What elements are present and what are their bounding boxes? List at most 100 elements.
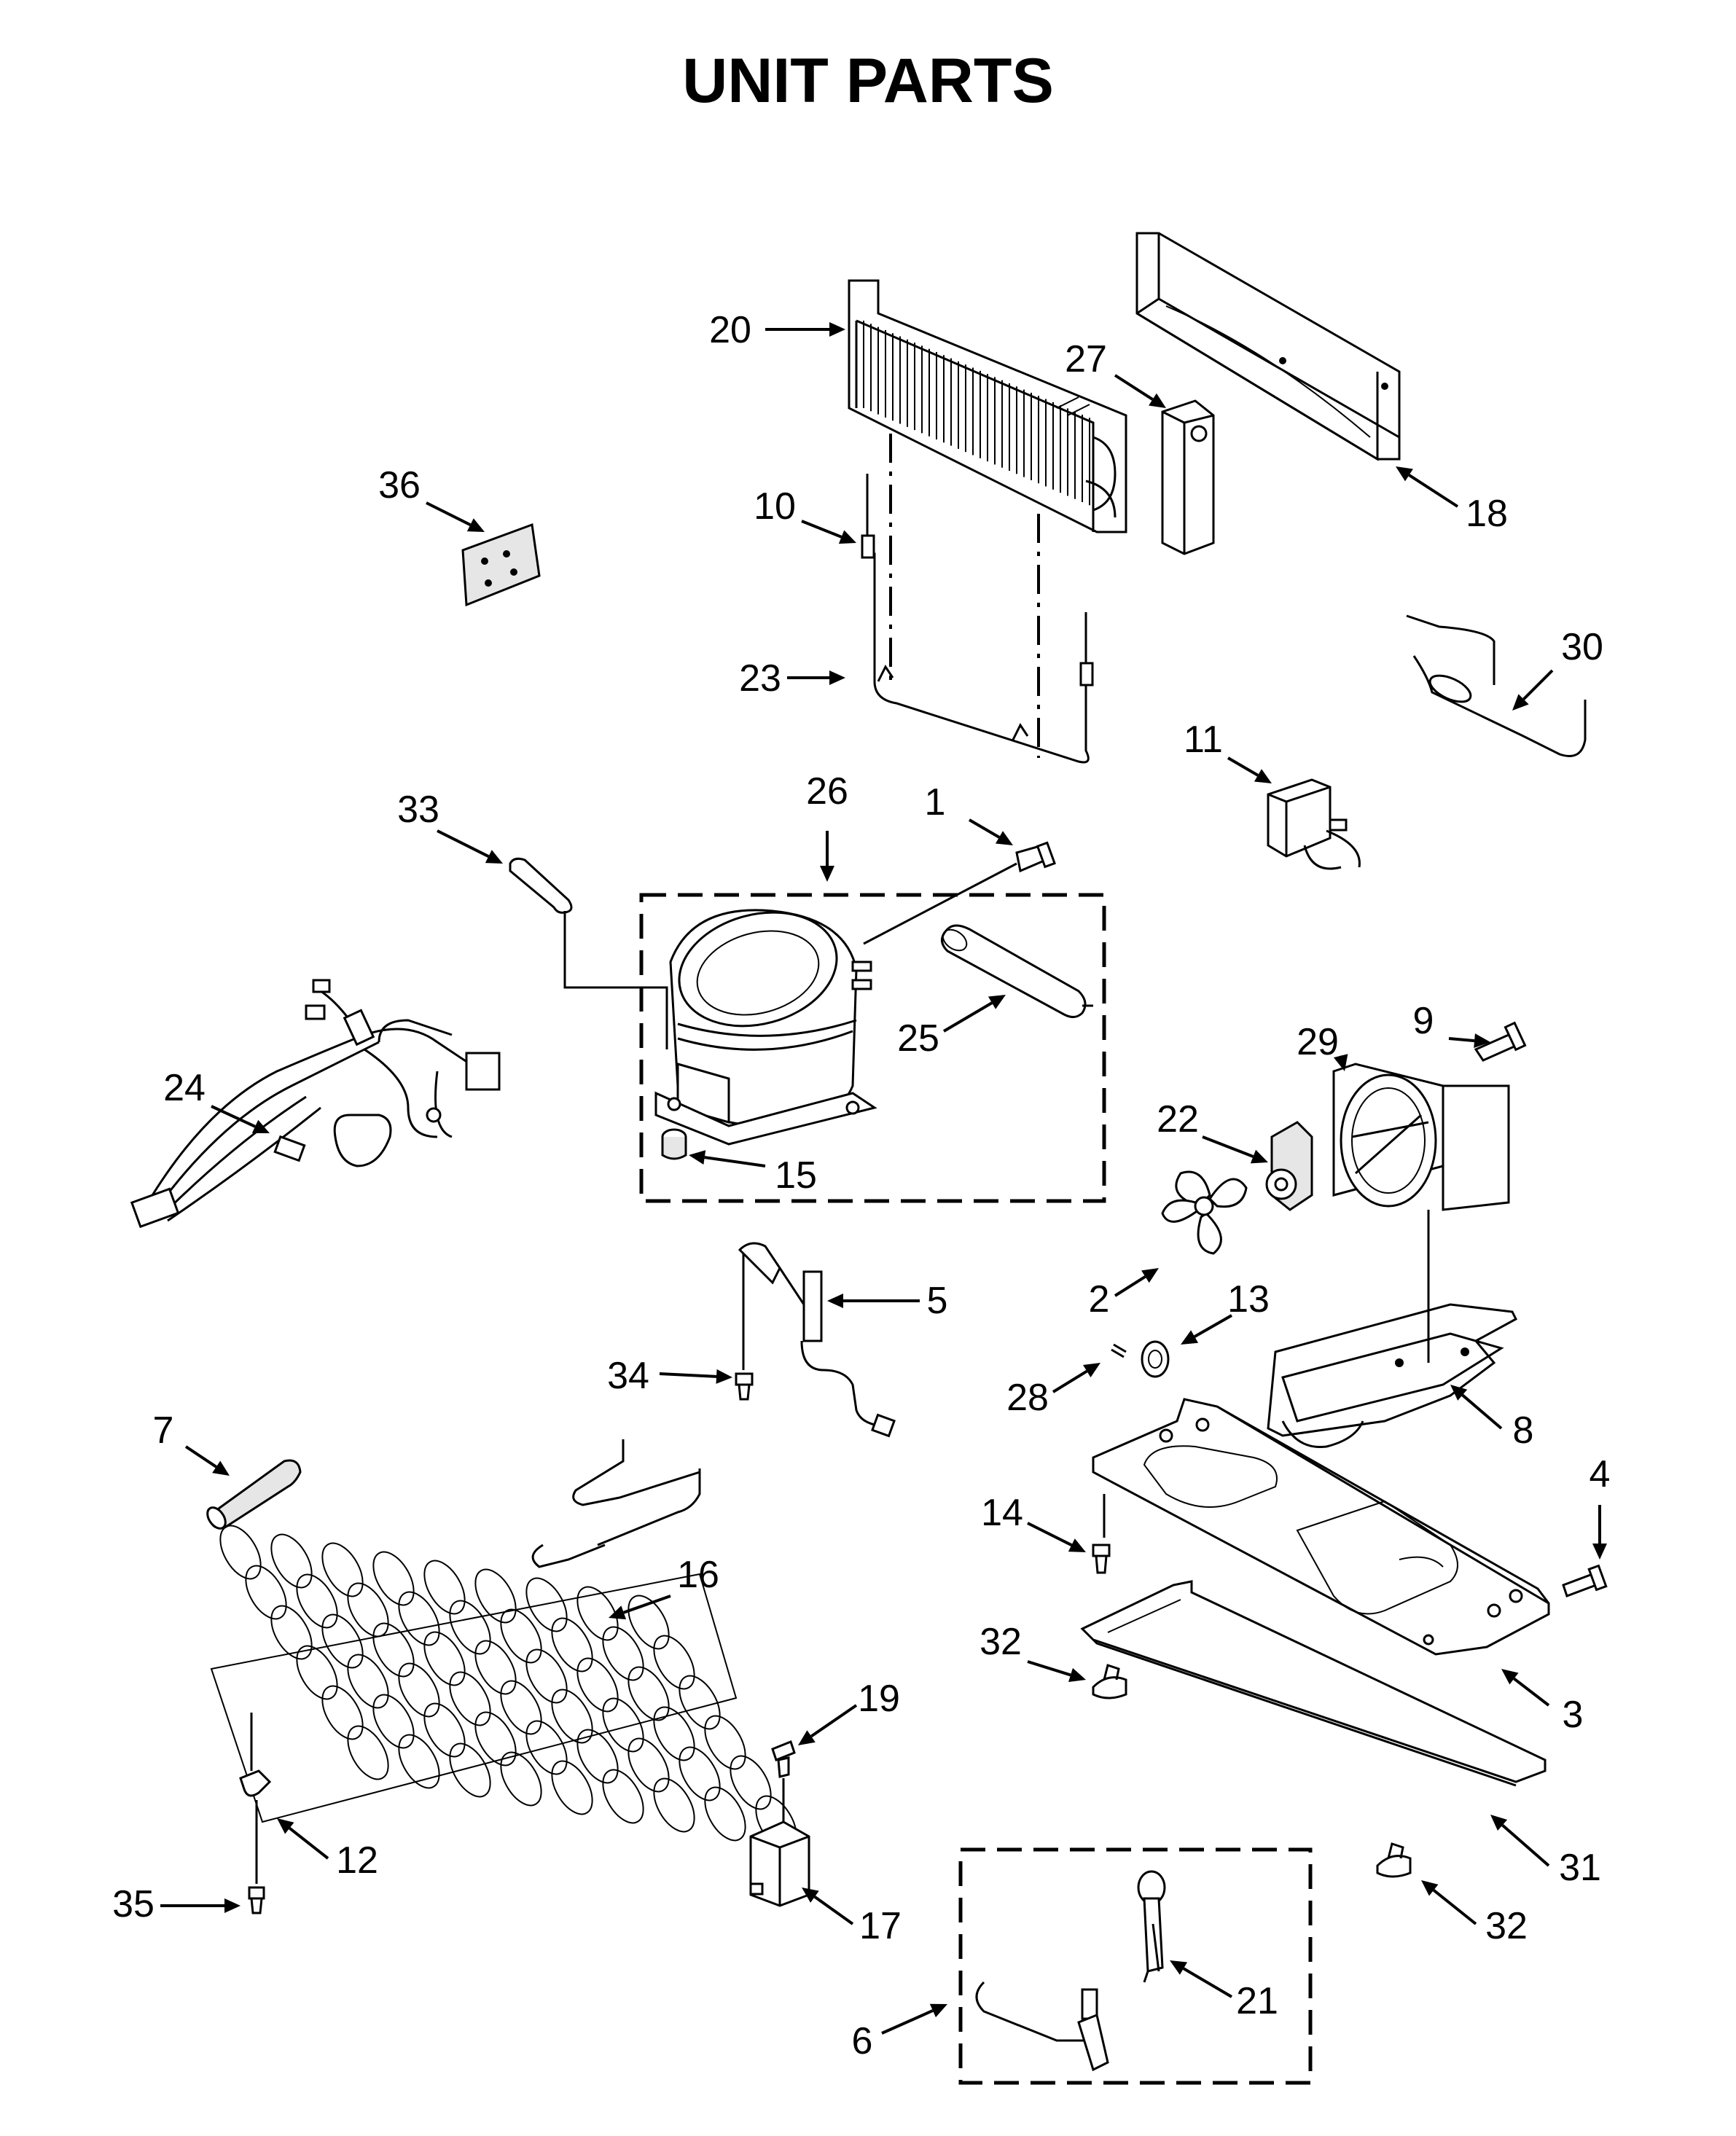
leader-arrow-2 [1115,1268,1159,1296]
part-13-drawing [1142,1342,1168,1377]
part-17-drawing [751,1822,809,1906]
callout-3: 3 [1563,1694,1584,1736]
part-11-drawing [1268,780,1359,869]
leader-arrow-22 [1203,1137,1268,1163]
callout-7: 7 [153,1409,174,1452]
part-6-group-box [961,1850,1310,2083]
leader-arrow-7 [186,1447,230,1476]
leader-arrow-4 [1592,1505,1607,1560]
part-4-drawing [1563,1566,1606,1596]
leader-arrow-32a [1028,1662,1086,1682]
part-36-drawing [463,525,539,605]
callout-1: 1 [925,781,946,824]
callout-20: 20 [709,309,751,351]
callout-18: 18 [1466,493,1508,535]
leader-arrow-34 [660,1369,732,1384]
callout-15: 15 [775,1154,817,1197]
part-30-drawing [1407,616,1585,756]
part-8-drawing [1268,1210,1516,1447]
callout-29: 29 [1297,1021,1339,1063]
leader-arrow-12 [277,1818,328,1858]
callout-24: 24 [163,1067,206,1109]
leader-arrow-31 [1490,1815,1549,1866]
leader-arrow-30 [1512,670,1552,711]
diagram-title: UNIT PARTS [682,46,1054,116]
leader-arrow-25 [944,995,1006,1031]
part-32b-drawing [1377,1844,1410,1877]
callout-8: 8 [1513,1409,1534,1452]
part-26-drawing [656,896,875,1144]
part-5-drawing [740,1243,894,1436]
leader-arrow-21 [1170,1960,1232,1997]
callout-25: 25 [897,1017,939,1060]
part-15-drawing [662,1130,686,1159]
callout-6: 6 [852,2020,873,2062]
callout-16: 16 [677,1554,719,1596]
callout-5: 5 [927,1280,948,1322]
leader-arrow-10 [802,521,856,544]
callout-23: 23 [739,657,781,700]
leader-arrow-17 [802,1887,853,1924]
callout-30: 30 [1561,626,1603,668]
callout-19: 19 [858,1678,900,1720]
leader-arrow-13 [1181,1315,1232,1345]
leader-arrow-1 [969,820,1013,845]
leader-arrow-19 [798,1705,856,1745]
leader-arrow-15 [689,1150,765,1166]
part-25-drawing [939,926,1093,1017]
part-35-drawing [249,1800,264,1913]
part-34-drawing [736,1374,752,1399]
callout-10: 10 [754,485,796,528]
callout-32b: 32 [1485,1905,1528,1947]
part-32a-drawing [1093,1665,1126,1698]
leader-arrow-3 [1501,1669,1549,1705]
part-33-drawing [510,858,667,1049]
part-27-drawing [1162,401,1213,554]
part-16-drawing [211,1439,805,1856]
leader-arrow-11 [1228,758,1272,783]
callout-28: 28 [1006,1377,1049,1419]
part-12-drawing [241,1713,270,1796]
callout-36: 36 [378,464,421,506]
part-22-drawing [1267,1122,1312,1210]
callout-17: 17 [859,1905,902,1947]
leader-arrow-28 [1053,1363,1100,1392]
leader-arrow-6 [882,2004,947,2033]
callout-13: 13 [1227,1278,1270,1321]
leader-arrow-16 [609,1596,670,1619]
leader-arrow-23 [787,670,845,685]
callout-35: 35 [112,1883,155,1925]
callout-22: 22 [1157,1098,1199,1141]
leader-arrow-35 [160,1898,241,1913]
part-28-drawing [1111,1345,1126,1357]
leader-arrow-20 [765,322,845,337]
leader-arrow-14 [1028,1523,1086,1552]
callout-34: 34 [607,1355,649,1397]
callout-11: 11 [1184,719,1223,761]
callout-31: 31 [1559,1847,1601,1889]
part-14-drawing [1093,1545,1109,1573]
callout-21: 21 [1236,1980,1278,2022]
callout-32a: 32 [980,1621,1022,1663]
leader-arrow-8 [1450,1385,1501,1428]
leader-arrow-27 [1115,375,1166,408]
part-2-drawing [1162,1172,1246,1253]
callout-27: 27 [1065,338,1107,380]
leader-arrow-33 [437,831,503,864]
part-21-drawing [1138,1871,1165,1982]
callout-9: 9 [1413,1000,1434,1042]
callout-33: 33 [397,789,439,831]
callout-2: 2 [1089,1278,1110,1321]
leader-arrow-5 [827,1294,920,1308]
leader-arrow-36 [426,503,485,532]
part-29-drawing [1334,1064,1509,1210]
callout-4: 4 [1590,1453,1611,1495]
leader-arrow-18 [1396,466,1458,506]
part-10-23-drawing [862,474,1092,762]
callout-12: 12 [336,1839,378,1882]
leader-arrow-24 [211,1106,270,1133]
leader-arrow-26 [820,831,834,882]
callout-26: 26 [806,770,848,813]
